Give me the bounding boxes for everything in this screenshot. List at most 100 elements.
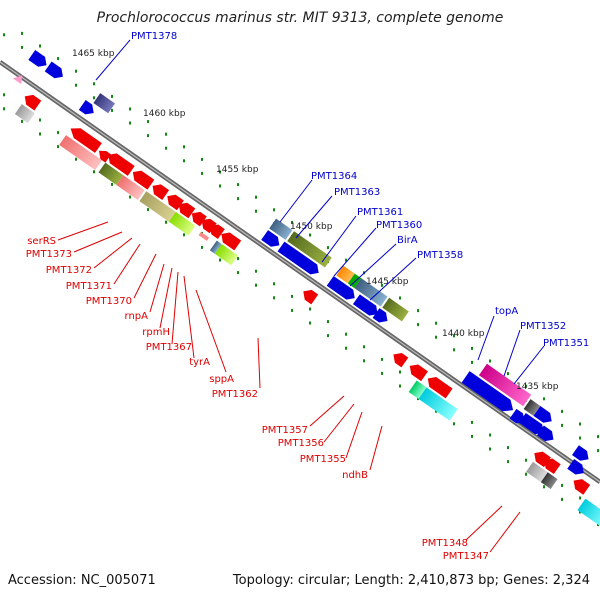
gene-reverse-pmt1370[interactable] — [139, 191, 176, 222]
gene-reverse-tyra[interactable] — [198, 215, 217, 234]
gene-label-pmt1361[interactable]: PMT1361 — [357, 207, 403, 218]
gene-label-sppa[interactable]: sppA — [209, 374, 234, 385]
gene-reverse-pmt1355[interactable] — [408, 380, 427, 399]
gene-label-pmt1370[interactable]: PMT1370 — [86, 296, 132, 307]
gene-label-pmt1362[interactable]: PMT1362 — [212, 389, 258, 400]
scale-label-1460: 1460 kbp — [143, 109, 186, 119]
gene-forward[interactable] — [372, 308, 391, 326]
gene-reverse-serrs[interactable] — [67, 124, 102, 153]
gene-reverse[interactable] — [198, 231, 210, 241]
gene-label-pmt1367[interactable]: PMT1367 — [146, 342, 192, 353]
gene-forward[interactable] — [78, 100, 97, 118]
gene-forward[interactable] — [536, 425, 557, 445]
gene-label-rpmh[interactable]: rpmH — [142, 327, 170, 338]
gene-reverse[interactable] — [129, 167, 155, 190]
gene-forward[interactable] — [509, 408, 528, 427]
gene-forward[interactable] — [461, 371, 518, 416]
gene-forward[interactable] — [326, 275, 358, 303]
gene-reverse[interactable] — [21, 91, 42, 111]
scale-label-1435: 1435 kbp — [516, 382, 559, 392]
gene-forward-topa[interactable] — [478, 363, 532, 407]
gene-forward[interactable] — [44, 61, 67, 82]
gene-forward[interactable] — [28, 50, 50, 70]
gene-reverse-pmt1372[interactable] — [96, 148, 112, 163]
gene-forward[interactable] — [277, 241, 323, 278]
gene-reverse[interactable] — [149, 181, 170, 200]
gene-label-pmt1357[interactable]: PMT1357 — [262, 425, 308, 436]
feature-track — [12, 50, 600, 528]
scale-dots — [3, 31, 599, 527]
gene-reverse[interactable] — [206, 221, 225, 239]
gene-forward[interactable] — [533, 406, 555, 426]
gene-forward[interactable] — [572, 445, 592, 464]
gene-forward[interactable] — [261, 230, 283, 250]
scale-label-1465: 1465 kbp — [72, 49, 115, 59]
gene-label-pmt1373[interactable]: PMT1373 — [26, 249, 72, 260]
reverse-genes — [14, 91, 600, 528]
gene-forward-bira[interactable] — [382, 297, 409, 322]
red-leader-lines — [57, 221, 521, 553]
gene-reverse[interactable] — [175, 199, 196, 219]
gene-reverse[interactable] — [570, 476, 591, 495]
gene-reverse-pmt1348[interactable] — [526, 461, 548, 483]
gene-label-tyra[interactable]: tyrA — [189, 357, 210, 368]
gene-label-pmt1358[interactable]: PMT1358 — [417, 250, 463, 261]
gene-reverse[interactable] — [209, 240, 222, 254]
gene-reverse-rnpa[interactable] — [164, 191, 184, 211]
scale-label-1445: 1445 kbp — [366, 277, 409, 287]
gene-label-pmt1360[interactable]: PMT1360 — [376, 220, 422, 231]
gene-label-pmt1351[interactable]: PMT1351 — [543, 338, 589, 349]
gene-label-rnpa[interactable]: rnpA — [125, 311, 149, 322]
gene-reverse[interactable] — [214, 244, 239, 266]
gene-label-pmt1356[interactable]: PMT1356 — [278, 438, 324, 449]
gene-label-pmt1372[interactable]: PMT1372 — [46, 265, 92, 276]
gene-reverse-pmt1367[interactable] — [188, 208, 207, 227]
gene-reverse[interactable] — [531, 448, 551, 468]
gene-label-pmt1371[interactable]: PMT1371 — [66, 281, 112, 292]
gene-reverse-pmt1362[interactable] — [300, 286, 319, 305]
gene-label-bira[interactable]: BirA — [397, 235, 418, 246]
gene-label-pmt1347[interactable]: PMT1347 — [443, 551, 489, 562]
gene-reverse-ndhb[interactable] — [418, 387, 458, 421]
gene-forward-pmt1360[interactable] — [354, 278, 388, 307]
gene-reverse[interactable] — [116, 175, 145, 200]
gene-label-serrs[interactable]: serRS — [27, 236, 56, 247]
gene-forward[interactable] — [567, 458, 587, 478]
scale-label-1440: 1440 kbp — [442, 329, 485, 339]
gene-forward[interactable] — [352, 294, 381, 319]
gene-label-pmt1363[interactable]: PMT1363 — [334, 187, 380, 198]
gene-forward-pmt1378[interactable] — [93, 93, 116, 114]
gene-label-topa[interactable]: topA — [495, 306, 518, 317]
gene-forward-pmt1364[interactable] — [269, 218, 293, 240]
genome-backbone-highlight — [0, 61, 600, 483]
gene-reverse[interactable] — [105, 150, 135, 176]
gene-label-pmt1355[interactable]: PMT1355 — [300, 454, 346, 465]
gene-reverse-pmt1371[interactable] — [98, 162, 124, 186]
gene-label-ndhb[interactable]: ndhB — [342, 470, 368, 481]
blue-gene-labels: PMT1378 PMT1364 PMT1363 PMT1361 PMT1360 … — [131, 31, 589, 349]
gene-reverse-pmt1357[interactable] — [406, 361, 428, 382]
gene-reverse[interactable] — [390, 350, 409, 368]
gene-reverse-pmt1373[interactable] — [59, 135, 103, 171]
map-title: Prochlorococcus marinus str. MIT 9313, c… — [96, 10, 504, 26]
gene-reverse[interactable] — [14, 104, 35, 124]
gene-reverse-pmt1347[interactable] — [540, 472, 558, 489]
gene-label-pmt1352[interactable]: PMT1352 — [520, 321, 566, 332]
accession-text: Accession: NC_005071 — [8, 573, 156, 588]
gene-reverse-sppa[interactable] — [218, 229, 242, 251]
gene-label-pmt1364[interactable]: PMT1364 — [311, 171, 357, 182]
gene-reverse-rpmh[interactable] — [168, 211, 196, 236]
gene-forward-pmt1352[interactable] — [523, 399, 541, 416]
gene-label-pmt1348[interactable]: PMT1348 — [422, 538, 468, 549]
gene-forward[interactable] — [518, 412, 547, 438]
gene-reverse[interactable] — [541, 455, 561, 475]
gene-forward-pmt1363[interactable] — [287, 231, 332, 268]
scale-labels: 1465 kbp 1460 kbp 1455 kbp 1450 kbp 1445… — [72, 49, 559, 392]
scale-label-1455: 1455 kbp — [216, 165, 259, 175]
gene-forward-pmt1361[interactable] — [336, 265, 355, 284]
misc-feature-marker[interactable] — [12, 72, 26, 85]
gene-reverse[interactable] — [577, 498, 600, 528]
gene-reverse-pmt1356[interactable] — [424, 374, 453, 399]
gene-label-pmt1378[interactable]: PMT1378 — [131, 31, 177, 42]
